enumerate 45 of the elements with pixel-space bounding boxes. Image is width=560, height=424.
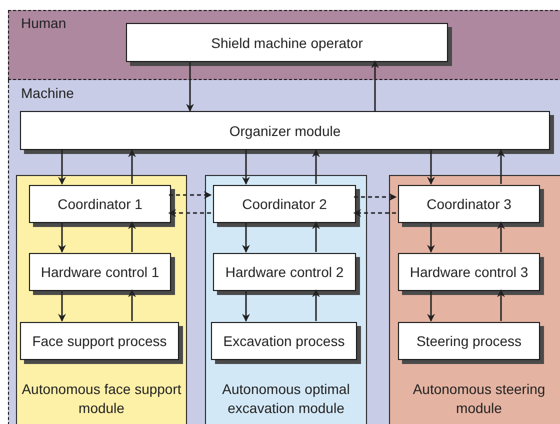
arrow (128, 149, 136, 184)
zone-band (8, 10, 560, 80)
module-panel (16, 175, 187, 424)
module-panel (205, 175, 367, 424)
box-label: Coordinator 2 (242, 196, 327, 212)
arrow (427, 290, 435, 322)
box-label: Hardware control 2 (225, 264, 344, 280)
module-label: Autonomous face support module (21, 380, 182, 418)
module-label: Autonomous optimal excavation module (221, 380, 351, 418)
box-label: Excavation process (223, 333, 345, 349)
arrow (312, 149, 320, 184)
module-panel (389, 175, 560, 424)
arrow (497, 149, 505, 184)
arrow (353, 209, 396, 217)
arrow (169, 191, 212, 199)
arrow (128, 221, 136, 252)
box-label: Organizer module (229, 122, 341, 138)
arrow (58, 150, 66, 185)
box-label: Coordinator 3 (426, 196, 512, 212)
arrow (242, 290, 250, 322)
arrow (354, 193, 397, 201)
box-label: Coordinator 1 (58, 196, 142, 212)
arrow (128, 289, 136, 321)
arrow (371, 60, 379, 111)
module-label: Autonomous steering module (412, 380, 546, 418)
arrow (497, 221, 505, 252)
arrow (58, 290, 66, 322)
zone-band (8, 80, 560, 424)
arrow (427, 222, 435, 253)
arrow (312, 221, 320, 252)
arrow (497, 289, 505, 321)
arrow (427, 150, 435, 185)
arrow (186, 61, 194, 112)
arrow (312, 289, 320, 321)
box-label: Hardware control 3 (410, 264, 528, 280)
box-label: Steering process (416, 333, 522, 349)
arrow (58, 222, 66, 253)
box-label: Face support process (32, 333, 167, 349)
zone-label: Machine (21, 85, 74, 101)
box-label: Shield machine operator (211, 34, 363, 50)
zone-label: Human (21, 15, 66, 31)
arrow (168, 209, 211, 217)
arrow (242, 150, 250, 185)
arrow (242, 222, 250, 253)
box-label: Hardware control 1 (40, 264, 160, 280)
